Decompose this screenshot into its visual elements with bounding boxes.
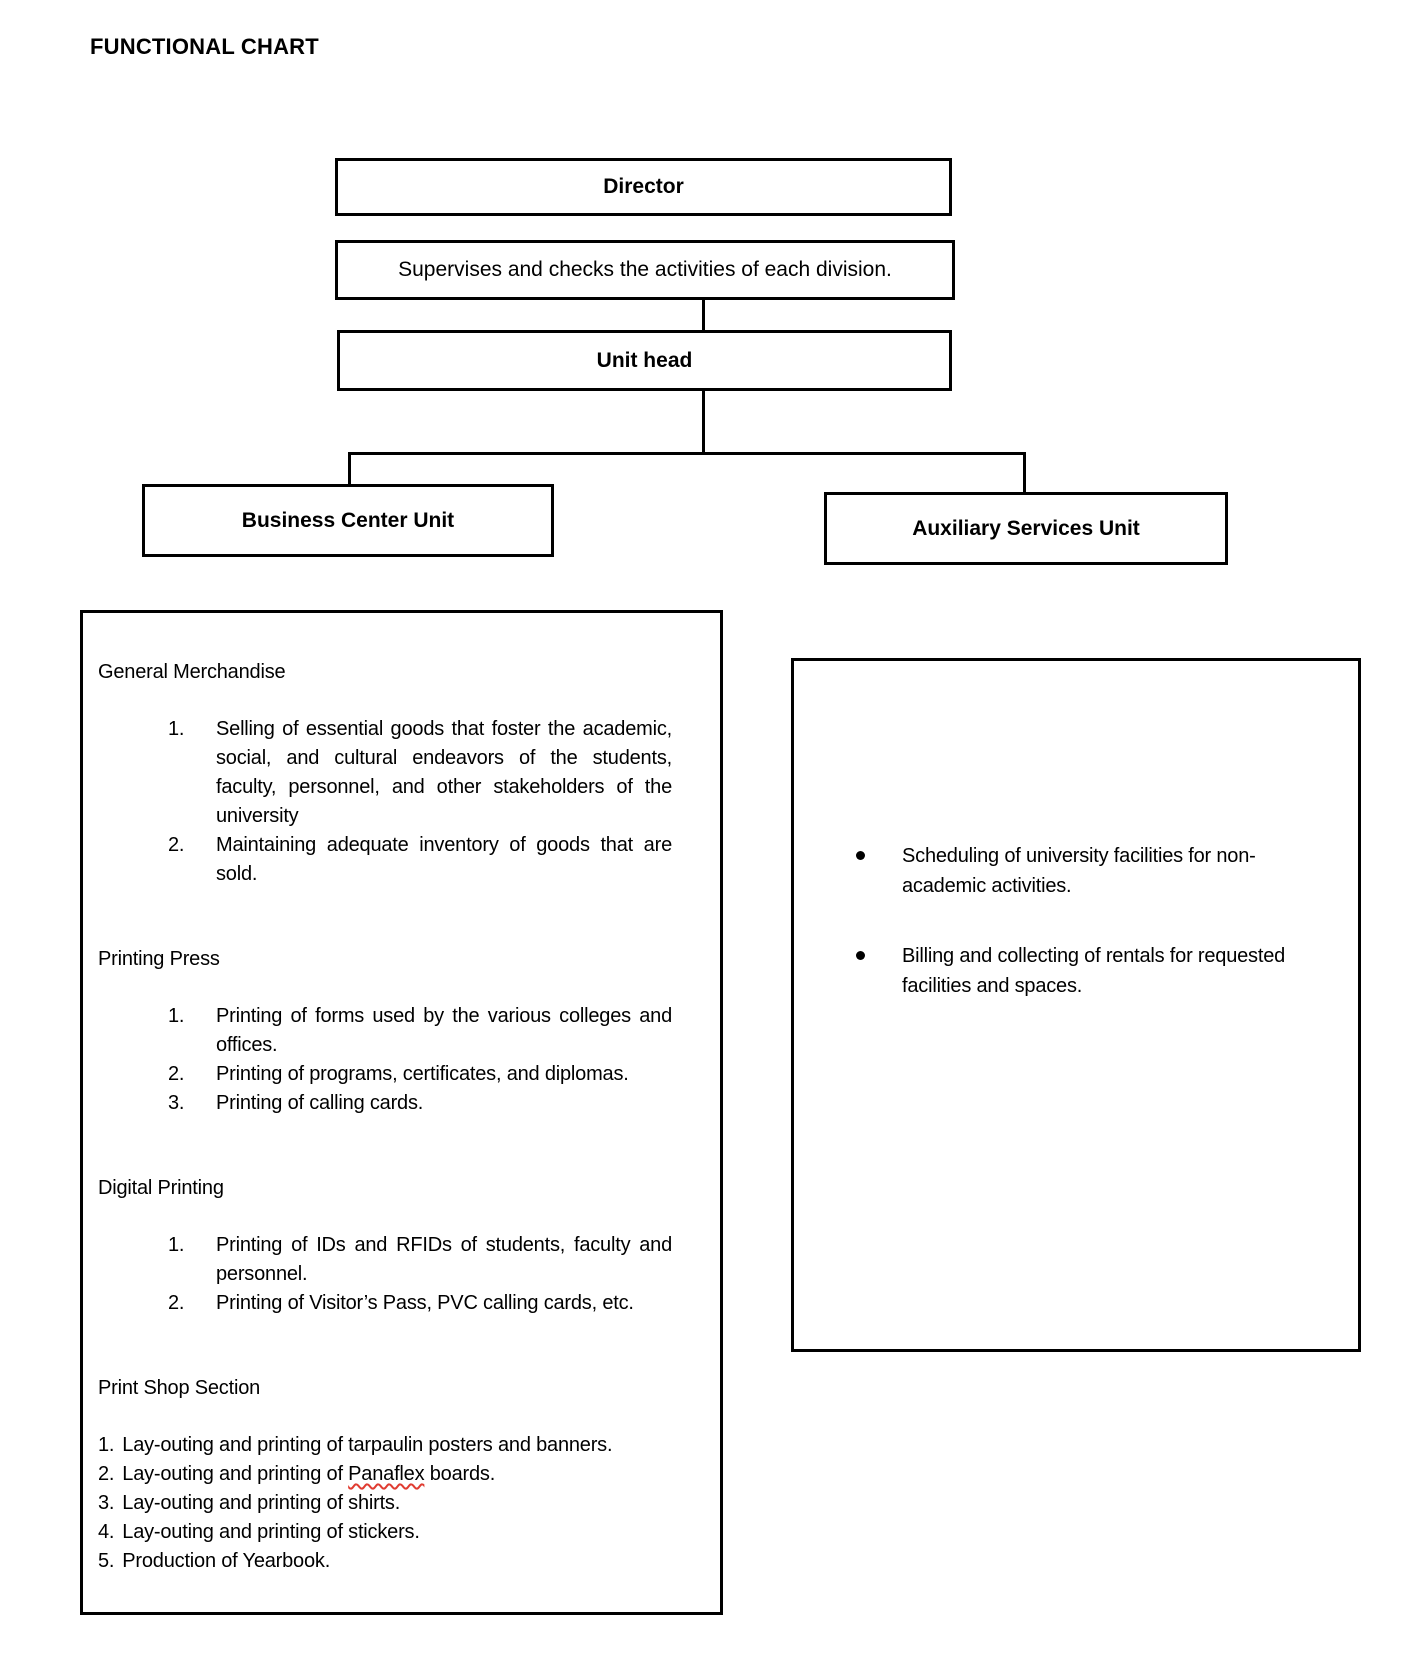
numbered-list: 1. Printing of forms used by the various … bbox=[98, 1002, 692, 1118]
list-item-number: 3. bbox=[98, 1492, 115, 1514]
list-item: 1. Printing of forms used by the various … bbox=[98, 1002, 692, 1060]
auxiliary-services-unit-label: Auxiliary Services Unit bbox=[912, 516, 1140, 540]
list-item: 3. Printing of calling cards. bbox=[98, 1089, 692, 1118]
list-item-number: 2. bbox=[98, 1463, 115, 1485]
numbered-list: 1. Lay-outing and printing of tarpaulin p… bbox=[98, 1431, 692, 1576]
list-item-number: 3. bbox=[168, 1092, 185, 1114]
director-function-text: Supervises and checks the activities of … bbox=[398, 258, 892, 282]
list-item-number: 1. bbox=[168, 1005, 185, 1027]
connector-unit-head-stem bbox=[702, 389, 705, 454]
list-item-text: Printing of calling cards. bbox=[216, 1092, 424, 1114]
list-item: 1. Printing of IDs and RFIDs of students,… bbox=[98, 1231, 692, 1289]
list-item: 4. Lay-outing and printing of stickers. bbox=[98, 1518, 692, 1547]
list-item-number: 1. bbox=[98, 1434, 115, 1456]
list-item: 2. Printing of programs, certificates, an… bbox=[98, 1060, 692, 1089]
list-item-text: Printing of programs, certificates, and … bbox=[216, 1063, 629, 1085]
bullet-item: Billing and collecting of rentals for re… bbox=[856, 941, 1318, 1001]
org-box-director-function: Supervises and checks the activities of … bbox=[335, 240, 955, 300]
list-item-text: Selling of essential goods that foster t… bbox=[216, 718, 672, 827]
unit-head-label: Unit head bbox=[596, 348, 693, 372]
connector-branch-bar bbox=[348, 452, 1026, 455]
list-item: 2. Printing of Visitor’s Pass, PVC callin… bbox=[98, 1289, 692, 1318]
list-item-text: Lay-outing and printing of Panaflex boar… bbox=[122, 1463, 496, 1485]
bullet-text: Billing and collecting of rentals for re… bbox=[902, 945, 1286, 997]
list-item-number: 1. bbox=[168, 718, 185, 740]
list-item-number: 5. bbox=[98, 1550, 115, 1572]
org-box-business-center-unit: Business Center Unit bbox=[142, 484, 554, 557]
connector-leg-auxiliary-services bbox=[1023, 452, 1026, 494]
auxiliary-services-detail-box: Scheduling of university facilities for … bbox=[791, 658, 1361, 1352]
list-item: 2. Maintaining adequate inventory of good… bbox=[98, 831, 692, 889]
section-heading: Printing Press bbox=[98, 948, 220, 970]
detail-section: Print Shop Section 1. Lay-outing and print… bbox=[98, 1374, 692, 1576]
business-center-unit-label: Business Center Unit bbox=[241, 508, 455, 532]
detail-section: Digital Printing 1. Printing of IDs and RF… bbox=[98, 1174, 692, 1318]
org-box-director: Director bbox=[335, 158, 952, 216]
connector-leg-business-center bbox=[348, 452, 351, 486]
detail-section: General Merchandise 1. Selling of essentia… bbox=[98, 658, 692, 889]
list-item-number: 4. bbox=[98, 1521, 115, 1543]
section-heading: General Merchandise bbox=[98, 661, 286, 683]
list-item-number: 2. bbox=[168, 1292, 185, 1314]
bullet-icon bbox=[856, 851, 865, 860]
list-item-number: 2. bbox=[168, 834, 185, 856]
list-item-text: Maintaining adequate inventory of goods … bbox=[216, 834, 672, 885]
list-item-text: Lay-outing and printing of shirts. bbox=[122, 1492, 401, 1514]
org-box-unit-head: Unit head bbox=[337, 330, 952, 391]
section-heading: Print Shop Section bbox=[98, 1377, 261, 1399]
list-item-text: Lay-outing and printing of stickers. bbox=[122, 1521, 420, 1543]
list-item-text: Printing of IDs and RFIDs of students, f… bbox=[216, 1234, 672, 1285]
list-item: 1. Selling of essential goods that foster… bbox=[98, 715, 692, 831]
detail-section: Printing Press 1. Printing of forms used b… bbox=[98, 945, 692, 1118]
misspelled-word: Panaflex bbox=[348, 1463, 425, 1485]
bullet-text: Scheduling of university facilities for … bbox=[902, 845, 1256, 897]
list-item-text: Production of Yearbook. bbox=[122, 1550, 331, 1572]
list-item: 5. Production of Yearbook. bbox=[98, 1547, 692, 1576]
list-item: 3. Lay-outing and printing of shirts. bbox=[98, 1489, 692, 1518]
list-item-text: Printing of forms used by the various co… bbox=[216, 1005, 672, 1056]
list-item-number: 2. bbox=[168, 1063, 185, 1085]
list-item-text: Printing of Visitor’s Pass, PVC calling … bbox=[216, 1292, 634, 1314]
bullet-item: Scheduling of university facilities for … bbox=[856, 841, 1318, 901]
list-item: 1. Lay-outing and printing of tarpaulin p… bbox=[98, 1431, 692, 1460]
org-box-auxiliary-services-unit: Auxiliary Services Unit bbox=[824, 492, 1228, 565]
director-label: Director bbox=[603, 175, 684, 199]
connector-note-to-unit-head bbox=[702, 298, 705, 332]
bullet-icon bbox=[856, 951, 865, 960]
list-item: 2. Lay-outing and printing of Panaflex bo… bbox=[98, 1460, 692, 1489]
numbered-list: 1. Printing of IDs and RFIDs of students,… bbox=[98, 1231, 692, 1318]
list-item-text: Lay-outing and printing of tarpaulin pos… bbox=[122, 1434, 613, 1456]
numbered-list: 1. Selling of essential goods that foster… bbox=[98, 715, 692, 889]
section-heading: Digital Printing bbox=[98, 1177, 224, 1199]
business-center-detail-box: General Merchandise 1. Selling of essentia… bbox=[80, 610, 723, 1615]
list-item-number: 1. bbox=[168, 1234, 185, 1256]
page-title: FUNCTIONAL CHART bbox=[90, 34, 319, 59]
